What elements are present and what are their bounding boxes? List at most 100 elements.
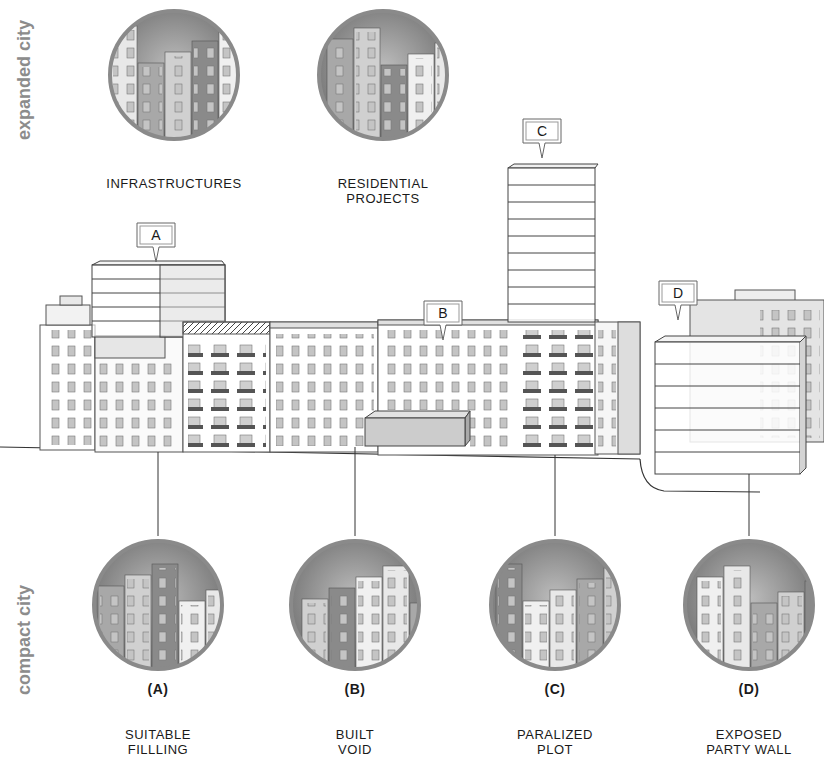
photo-circle-shape — [91, 538, 225, 672]
balcony-building — [183, 322, 270, 334]
callout-shape — [424, 301, 462, 340]
photo-circle-shape — [685, 541, 813, 669]
photo-circle-shape — [753, 607, 775, 672]
paralized-plot-tower — [508, 185, 595, 186]
photo-circle: RESIDENTIAL PROJECTS — [316, 8, 450, 206]
paralized-plot-tower — [508, 219, 595, 220]
paralized-plot-tower — [508, 253, 595, 254]
exposed-party-wall-volume — [655, 452, 800, 453]
photo-circle-shape — [491, 541, 619, 669]
photo-circle-shape — [606, 572, 622, 672]
suitable-filling-volume — [92, 261, 225, 265]
callout-letter: A — [136, 222, 176, 248]
paralized-plot-tower — [508, 164, 598, 322]
exposed-party-wall-volume — [655, 386, 800, 387]
left-building — [40, 296, 95, 450]
photo-circle-shape — [488, 538, 622, 672]
photo-circle-shape — [682, 538, 816, 672]
exposed-party-wall-volume — [655, 364, 800, 365]
photo-circle-shape — [91, 538, 225, 672]
callout-letter: (C) — [514, 682, 596, 697]
paralized-plot-tower — [508, 236, 595, 237]
building-under-a — [95, 336, 165, 358]
photo-circle-shape — [550, 590, 576, 672]
photo-circle-shape — [331, 592, 353, 672]
callout-letter: (D) — [701, 682, 797, 697]
middle-building — [270, 322, 378, 328]
building-under-a — [95, 336, 183, 452]
section-label: compact city — [14, 585, 35, 695]
paralized-plot-tower — [508, 304, 595, 305]
photo-circle: (C)PARALIZED PLOT — [488, 538, 622, 757]
photo-circle-shape — [356, 32, 378, 142]
callout-letter: B — [423, 300, 463, 326]
callout-box: C — [522, 118, 562, 160]
photo-circle-shape — [329, 588, 355, 672]
middle-building — [270, 322, 378, 452]
photo-circle-shape — [751, 603, 777, 672]
balcony-building — [183, 322, 270, 452]
photo-circle-shape — [319, 11, 447, 139]
leader-line — [158, 447, 749, 536]
callout-letter: D — [658, 280, 698, 306]
paralized-plot-tower — [508, 168, 595, 322]
callout-box: D — [658, 280, 698, 322]
corner-building — [598, 330, 616, 448]
building-under-a — [99, 360, 179, 448]
paralized-plot-tower — [508, 202, 595, 203]
photo-circle-shape — [291, 541, 419, 669]
callout-letter: (B) — [324, 682, 386, 697]
photo-circle-shape — [383, 69, 405, 142]
photo-circle-shape — [107, 8, 241, 142]
photo-circle-shape — [167, 56, 189, 142]
corner-building — [595, 322, 640, 454]
photo-circle-shape — [724, 566, 750, 672]
built-void-box — [365, 418, 465, 446]
exposed-party-wall-volume — [655, 336, 806, 342]
paralized-plot-tower — [508, 164, 598, 168]
photo-circle-shape — [288, 538, 422, 672]
left-building — [60, 296, 82, 305]
leader-line — [555, 455, 556, 536]
photo-circle-shape — [381, 65, 407, 142]
photo-circle: (D) EXPOSED PARTY WALL — [682, 538, 816, 757]
photo-circle-shape — [154, 568, 176, 672]
photo-caption: BUILT VOID — [324, 727, 386, 757]
exposed-party-wall-volume — [655, 336, 806, 474]
long-building — [470, 410, 514, 450]
paralized-plot-tower — [508, 270, 595, 271]
callout-shape — [523, 119, 561, 158]
photo-circle-shape — [98, 586, 124, 672]
photo-circle-shape — [100, 590, 122, 672]
exposed-party-wall-volume — [655, 408, 800, 409]
paralized-plot-tower — [508, 287, 595, 288]
photo-circle-shape — [316, 8, 450, 142]
leader-line — [749, 474, 750, 536]
left-building — [46, 305, 90, 325]
callout-letter: C — [522, 118, 562, 144]
photo-circle-shape — [356, 577, 382, 672]
photo-circle-shape — [110, 11, 238, 139]
long-building — [520, 330, 594, 450]
photo-circle-shape — [604, 568, 622, 672]
photo-circle-shape — [288, 538, 422, 672]
built-void-box — [365, 411, 470, 418]
photo-circle-shape — [552, 594, 574, 672]
photo-circle-shape — [726, 570, 748, 672]
middle-building — [276, 334, 374, 446]
photo-circle: (B) BUILT VOID — [288, 538, 422, 757]
exposed-party-wall-volume — [800, 336, 806, 474]
photo-circle-shape — [107, 8, 241, 142]
building-under-a — [95, 336, 183, 452]
left-building — [44, 330, 92, 445]
photo-caption: EXPOSED PARTY WALL — [701, 727, 797, 757]
callout-letter: (A) — [112, 682, 204, 697]
callout-box: A — [136, 222, 176, 264]
section-label: expanded city — [14, 20, 35, 140]
corner-building — [595, 322, 640, 454]
balcony-building — [188, 340, 266, 448]
photo-circle-shape — [125, 575, 151, 672]
balcony-building — [183, 322, 270, 452]
built-void-box — [365, 411, 470, 446]
photo-caption: RESIDENTIAL PROJECTS — [333, 176, 433, 206]
